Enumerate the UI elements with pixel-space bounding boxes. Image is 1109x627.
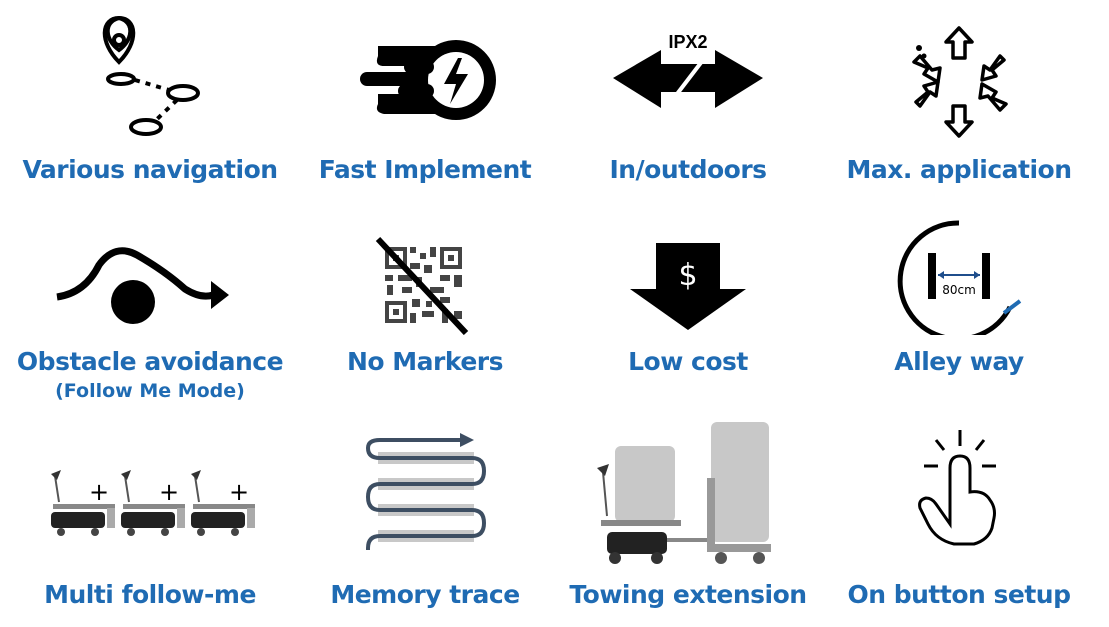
- memory-trace-icon: [365, 433, 487, 550]
- feature-label: Max. application: [846, 155, 1072, 184]
- feature-label: No Markers: [347, 347, 504, 376]
- feature-sublabel: (Follow Me Mode): [55, 380, 245, 402]
- plus-sign: +: [229, 478, 249, 506]
- ipx2-badge: IPX2: [668, 32, 707, 52]
- feature-label: Low cost: [628, 347, 748, 376]
- feature-label: Alley way: [894, 347, 1024, 376]
- lightning-speed-icon: [360, 40, 496, 120]
- feature-label: Fast Implement: [318, 155, 532, 184]
- map-route-icon: [102, 15, 200, 136]
- towing-robot-icon: [597, 422, 771, 564]
- ipx2-double-arrow-icon: IPX2: [613, 32, 763, 108]
- obstacle-path-icon: [56, 247, 229, 324]
- dollar-down-arrow-icon: $: [630, 243, 746, 330]
- feature-label: Multi follow-me: [44, 580, 256, 609]
- dollar-symbol: $: [678, 258, 697, 293]
- robot-group-icon: + + +: [51, 470, 255, 536]
- feature-label: Memory trace: [330, 580, 520, 609]
- feature-label: Various navigation: [22, 155, 278, 184]
- plus-sign: +: [159, 478, 179, 506]
- feature-label: Obstacle avoidance: [16, 347, 284, 376]
- alley-width-measure: 80cm: [942, 283, 976, 297]
- feature-label: Towing extension: [569, 580, 807, 609]
- tap-hand-icon: [918, 430, 996, 546]
- feature-label: In/outdoors: [609, 155, 767, 184]
- feature-label: On button setup: [847, 580, 1071, 609]
- alley-width-icon: 80cm: [897, 220, 1022, 335]
- crossed-qr-code-icon: [375, 236, 469, 335]
- plus-sign: +: [89, 478, 109, 506]
- multi-direction-arrows-icon: [912, 26, 1008, 138]
